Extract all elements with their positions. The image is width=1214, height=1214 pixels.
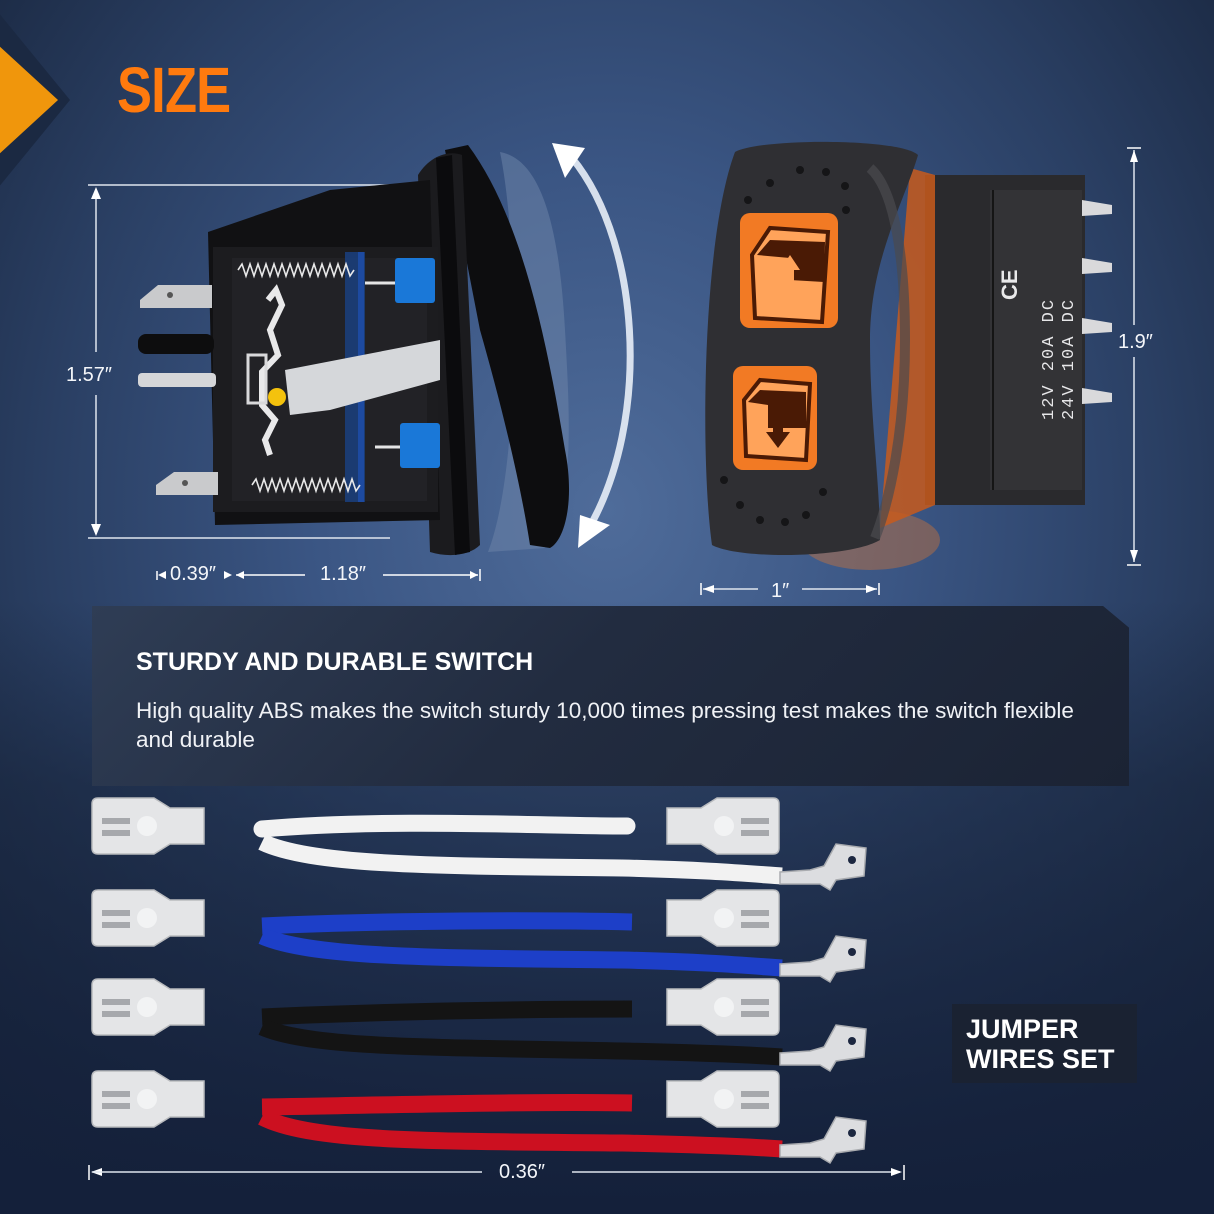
wire-red	[91, 1070, 867, 1164]
page-title: SIZE	[117, 54, 231, 126]
svg-text:CE: CE	[997, 269, 1022, 300]
feature-description: High quality ABS makes the switch sturdy…	[136, 698, 1074, 752]
badge-line-1: JUMPER	[966, 1014, 1079, 1044]
feature-panel: STURDY AND DURABLE SWITCH High quality A…	[92, 606, 1129, 786]
badge-line-2: WIRES SET	[966, 1044, 1115, 1074]
side-small-depth-label: 0.39″	[170, 563, 217, 585]
front-width-label: 1″	[771, 580, 790, 602]
jumper-wires-badge: JUMPER WIRES SET	[952, 1004, 1137, 1083]
wire-length-label: 0.36″	[499, 1161, 546, 1183]
feature-title: STURDY AND DURABLE SWITCH	[136, 648, 534, 676]
wire-black	[91, 978, 867, 1072]
side-depth-label: 1.18″	[320, 563, 367, 585]
corner-orange-decoration	[0, 10, 58, 190]
wire-blue	[91, 889, 867, 983]
wire-white	[91, 797, 867, 891]
front-height-label: 1.9″	[1118, 331, 1153, 353]
side-height-label: 1.57″	[66, 364, 113, 386]
